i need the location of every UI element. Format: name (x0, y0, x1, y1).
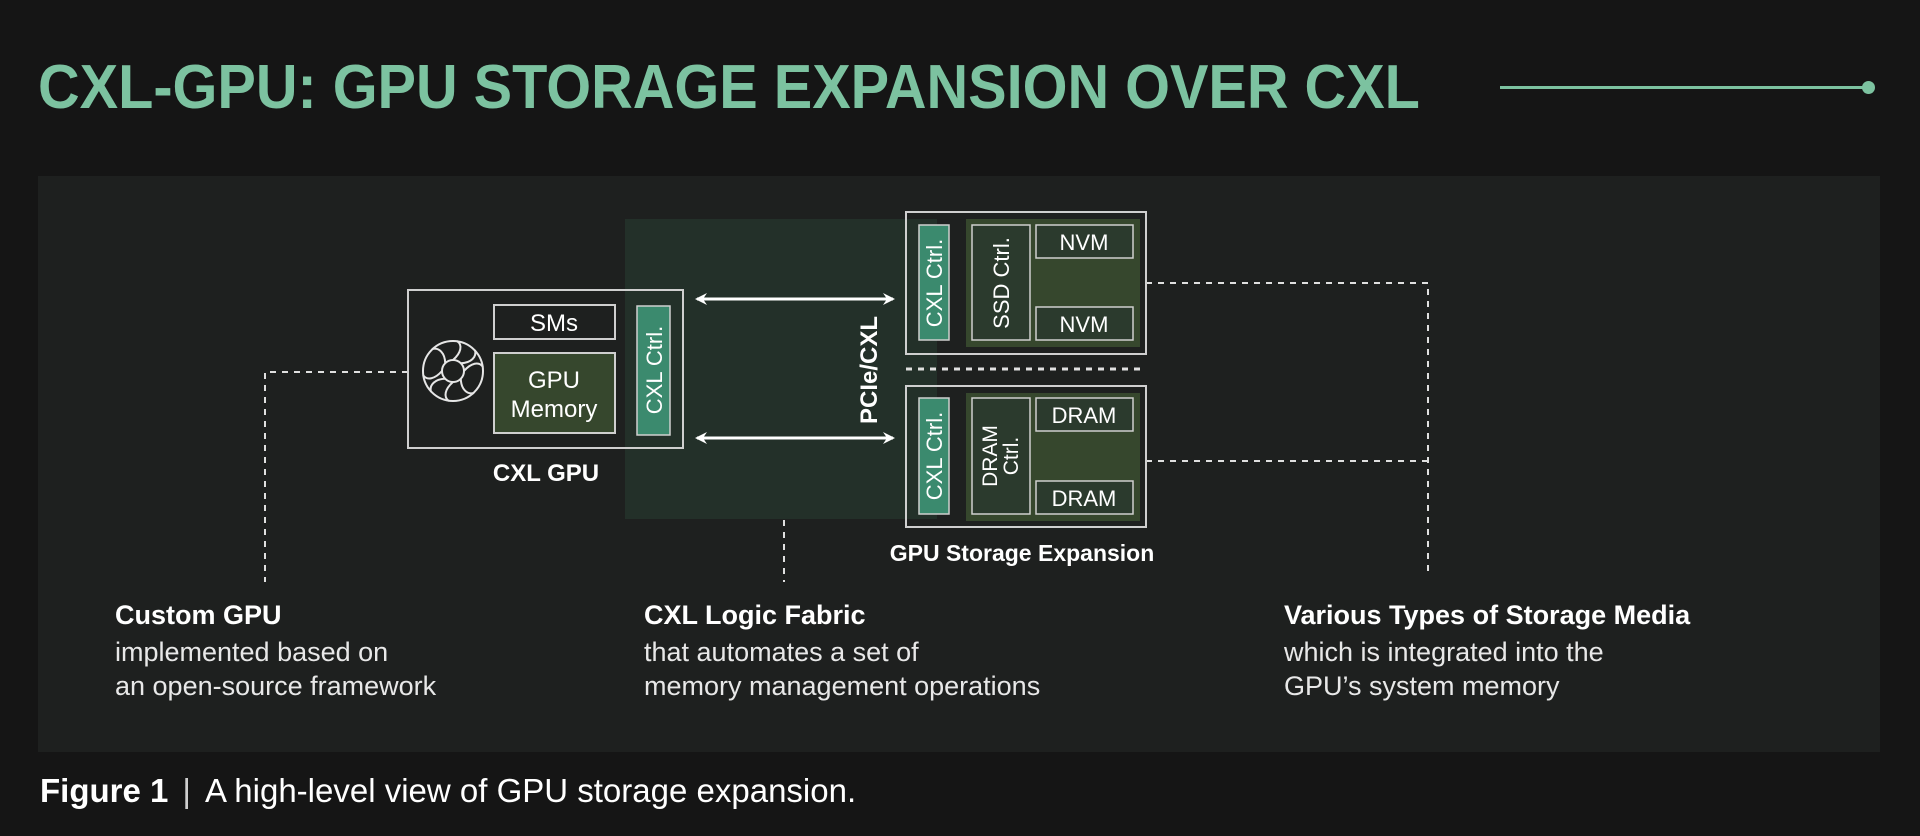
cxl-logic-fabric (625, 219, 937, 519)
ssd-controller (971, 224, 1031, 341)
pcie-cxl-label: PCIe/CXL (856, 316, 883, 424)
dram-label-2: DRAM (1052, 486, 1117, 511)
callout-line: that automates a set of (644, 637, 919, 667)
callout-title: Custom GPU (115, 600, 282, 630)
callout-line: implemented based on (115, 637, 389, 667)
caption-text: A high-level view of GPU storage expansi… (204, 772, 857, 809)
callout-title: CXL Logic Fabric (644, 600, 866, 630)
callout-custom-gpu: Custom GPU implemented based on an open-… (115, 600, 436, 703)
dram-cxl-ctrl-label: CXL Ctrl. (922, 412, 947, 500)
dram-controller (971, 397, 1031, 515)
ssd-cxl-ctrl (918, 224, 950, 341)
callout-storage-media: Various Types of Storage Media which is … (1284, 600, 1690, 703)
nvm-label-1: NVM (1060, 230, 1109, 255)
gpu-cxl-ctrl-label: CXL Ctrl. (642, 326, 667, 414)
dram-cxl-ctrl (918, 397, 950, 515)
callout-line: which is integrated into the (1284, 637, 1604, 667)
dram-controller-label-2: Ctrl. (1000, 437, 1023, 476)
gpu-cxl-ctrl (636, 305, 671, 436)
diagram-panel (38, 176, 1880, 752)
nvm-block-2 (1035, 306, 1134, 341)
ssd-cxl-ctrl-label: CXL Ctrl. (922, 239, 947, 327)
dram-controller-label-1: DRAM (979, 425, 1002, 487)
figure-caption: Figure 1 | A high-level view of GPU storag… (40, 772, 856, 810)
dram-device-box (905, 385, 1147, 528)
dram-label-1: DRAM (1052, 403, 1117, 428)
sms-label: SMs (530, 310, 578, 337)
title-rule-dot (1862, 81, 1875, 94)
sms-block (493, 304, 616, 340)
cxl-gpu-label: CXL GPU (493, 460, 599, 487)
storage-expansion-label: GPU Storage Expansion (890, 540, 1155, 566)
connector-storage-top (1146, 282, 1429, 576)
gpu-memory-block (493, 352, 616, 434)
callout-line: an open-source framework (115, 671, 437, 701)
dram-block-1 (1035, 397, 1134, 432)
nvm-label-2: NVM (1060, 312, 1109, 337)
connector-custom-gpu (264, 371, 408, 582)
callout-line: GPU’s system memory (1284, 671, 1560, 701)
cxl-gpu-box (407, 289, 684, 449)
figure-number: Figure 1 (40, 772, 169, 809)
callout-title: Various Types of Storage Media (1284, 600, 1691, 630)
gpu-memory-label-1: GPU (528, 367, 580, 394)
ssd-device-box (905, 211, 1147, 355)
dotted-connectors (264, 282, 1429, 582)
page-title: CXL-GPU: GPU STORAGE EXPANSION OVER CXL (38, 53, 1420, 122)
fan-icon (422, 340, 484, 402)
dram-block-2 (1035, 480, 1134, 515)
gpu-memory-label-2: Memory (511, 396, 598, 423)
nvm-block-1 (1035, 224, 1134, 259)
title-rule-line (1500, 86, 1866, 89)
caption-separator: | (182, 772, 191, 809)
ssd-controller-label: SSD Ctrl. (989, 237, 1014, 329)
callout-line: memory management operations (644, 671, 1041, 701)
callout-cxl-logic-fabric: CXL Logic Fabric that automates a set of… (644, 600, 1040, 703)
